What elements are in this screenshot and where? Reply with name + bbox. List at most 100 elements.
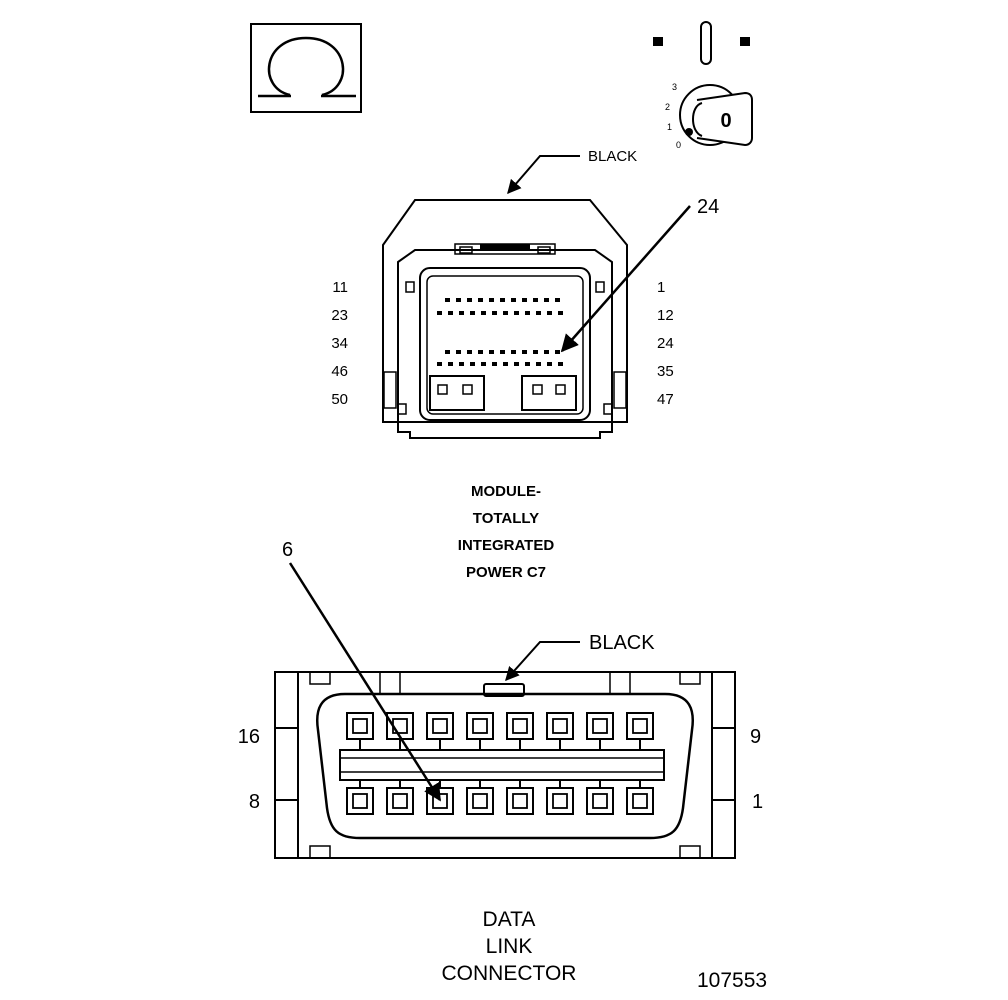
dlc-caption-line: CONNECTOR [442,962,577,985]
module-pin-cavity [558,311,563,315]
module-right-pin-label: 35 [657,363,674,380]
module-pin-cavity [500,298,505,302]
module-pin-cavity [503,311,508,315]
dlc-caption-line: DATA [483,908,536,931]
module-left-pin-label: 34 [331,335,348,352]
module-pin-cavity [437,362,442,366]
dlc-pin [506,780,534,815]
module-pin-cavity [525,311,530,315]
dlc-pin [466,712,494,750]
dlc-pin [546,712,574,750]
module-color-leader [507,155,580,195]
module-caption-line: POWER C7 [466,564,546,581]
module-pin-cavity [547,362,552,366]
module-pin-cavity [448,311,453,315]
dlc-pin [386,712,414,750]
module-pin-cavity [459,362,464,366]
dlc-pin [586,780,614,815]
ignition-position-0: 0 [676,140,681,150]
module-connector [382,199,628,439]
module-pin-cavity [500,350,505,354]
module-pin-cavity [489,298,494,302]
module-pin-cavity [533,350,538,354]
module-pin-cavity [467,350,472,354]
module-pin-cavity [478,298,483,302]
module-right-pin-label: 1 [657,279,665,296]
module-pin-cavity [456,298,461,302]
module-pin-cavity [544,298,549,302]
omega-symbol-icon [250,23,362,113]
figure-number: 107553 [697,969,767,992]
module-pin-cavity [544,350,549,354]
module-pin-cavity [478,350,483,354]
module-pin-cavity [445,298,450,302]
module-right-pin-label: 12 [657,307,674,324]
dlc-pin [626,712,654,750]
module-pin-cavity [456,350,461,354]
module-caption-line: TOTALLY [473,510,539,527]
module-pin-cavity [481,311,486,315]
module-pin-leader [560,205,691,353]
module-right-pin-label: 47 [657,391,674,408]
module-color-callout: BLACK [588,148,637,165]
module-pin-cavity [437,311,442,315]
module-pin-cavity [522,350,527,354]
module-left-pin-label: 46 [331,363,348,380]
dlc-caption-line: LINK [486,935,533,958]
dlc-pin [386,780,414,815]
dlc-pin [626,780,654,815]
module-left-pin-label: 11 [332,279,348,296]
module-pin-cavity [547,311,552,315]
dlc-right-pin-label: 1 [752,791,763,813]
module-pin-cavity [522,298,527,302]
dlc-right-pin-label: 9 [750,726,761,748]
dlc-pin [506,712,534,750]
module-pin-callout: 24 [697,196,719,218]
module-pin-cavity [445,350,450,354]
module-pin-cavity [492,311,497,315]
module-pin-cavity [514,311,519,315]
dlc-color-leader [505,641,580,682]
module-caption-line: MODULE- [471,483,541,500]
dlc-pin [466,780,494,815]
dlc-pin [426,712,454,750]
module-pin-cavity [514,362,519,366]
module-pin-cavity [492,362,497,366]
module-pin-cavity [555,298,560,302]
module-pin-cavity [555,350,560,354]
dlc-left-pin-label: 8 [249,791,260,813]
module-pin-cavity [489,350,494,354]
module-caption-line: INTEGRATED [458,537,555,554]
module-pin-cavity [503,362,508,366]
module-pin-cavity [459,311,464,315]
ignition-switch-icon [653,21,753,147]
module-pin-cavity [470,362,475,366]
ignition-key-label: 0 [720,110,731,132]
dlc-pin [346,780,374,815]
dlc-pin [586,712,614,750]
module-pin-cavity [536,362,541,366]
dlc-left-pin-label: 16 [238,726,260,748]
module-left-pin-label: 23 [331,307,348,324]
dlc-pin-leader [288,562,442,802]
module-left-pin-label: 50 [331,391,348,408]
module-pin-cavity [470,311,475,315]
module-pin-cavity [467,298,472,302]
dlc-pin [346,712,374,750]
module-pin-cavity [536,311,541,315]
ignition-position-2: 2 [665,102,670,112]
dlc-pin-callout: 6 [282,539,293,561]
module-pin-cavity [525,362,530,366]
dlc-pin [546,780,574,815]
ignition-position-1: 1 [667,122,672,132]
ignition-position-3: 3 [672,82,677,92]
module-pin-cavity [481,362,486,366]
dlc-color-callout: BLACK [589,632,655,654]
dlc-pin-rows [346,712,654,815]
module-pin-cavity [511,350,516,354]
module-pin-cavity [533,298,538,302]
module-pin-cavity [511,298,516,302]
module-pin-cavity [558,362,563,366]
module-right-pin-label: 24 [657,335,674,352]
